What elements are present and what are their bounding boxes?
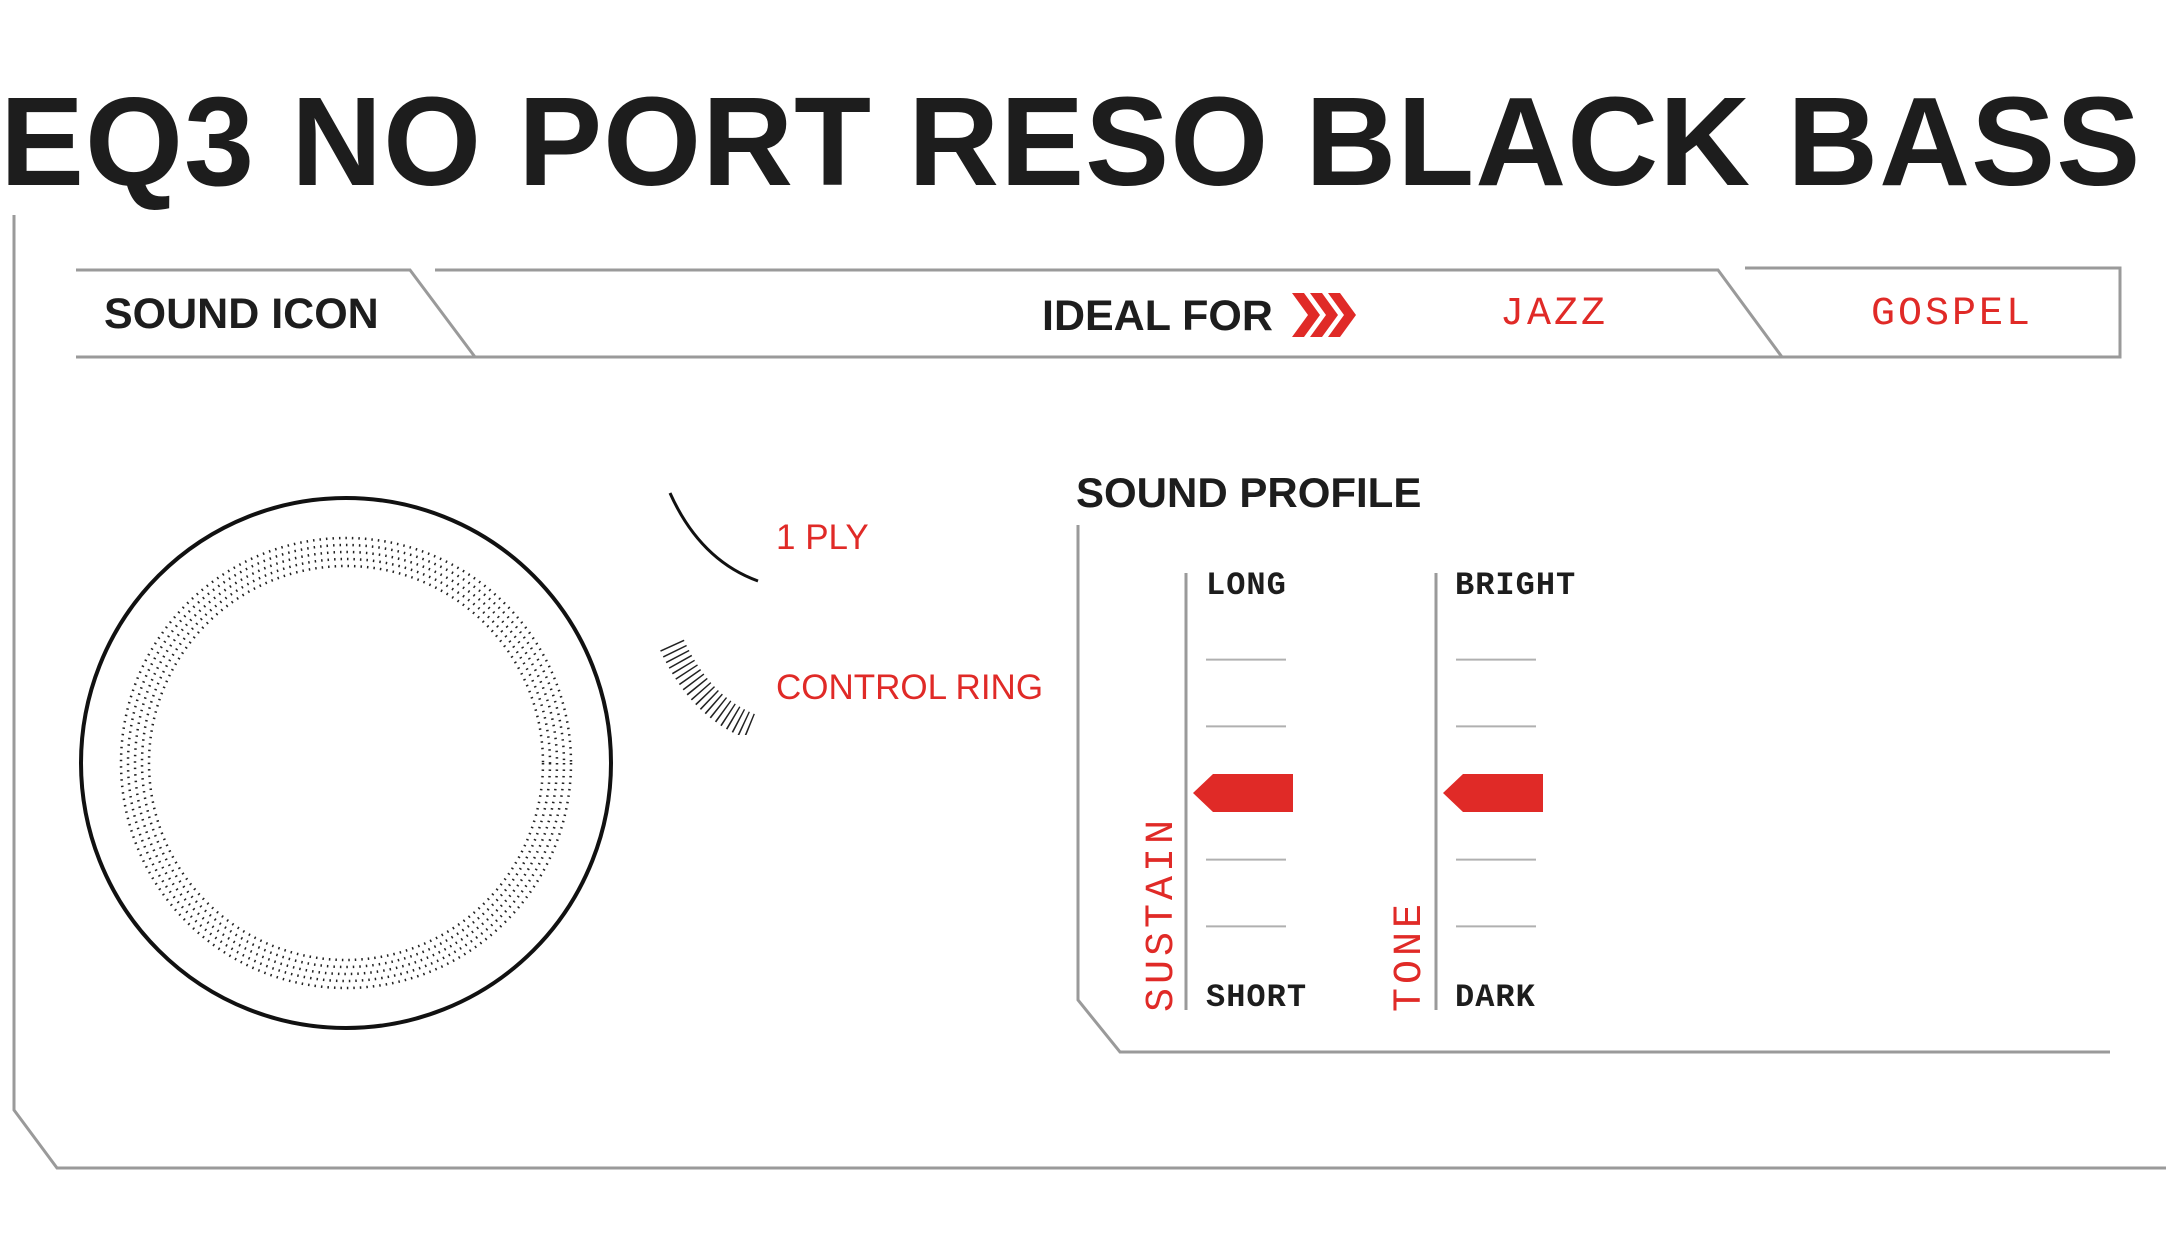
sustain-level-indicator (1193, 774, 1293, 812)
tone-bottom-label: DARK (1455, 979, 1536, 1016)
ply-line-icon (668, 492, 759, 583)
ply-label: 1 PLY (776, 518, 869, 557)
triple-chevron-icon (1292, 293, 1356, 337)
sound-profile-heading: SOUND PROFILE (1076, 469, 1422, 516)
control-ring-label: CONTROL RING (776, 668, 1044, 707)
page-title: EQ3 NO PORT RESO BLACK BASS (0, 71, 2142, 212)
sound-icon-heading: SOUND ICON (104, 290, 379, 338)
sustain-bottom-label: SHORT (1206, 979, 1308, 1016)
sustain-top-label: LONG (1206, 567, 1287, 604)
tone-top-label: BRIGHT (1455, 567, 1577, 604)
genre-gospel: GOSPEL (1871, 292, 2034, 337)
tone-level-indicator (1443, 774, 1543, 812)
genre-jazz: JAZZ (1500, 292, 1609, 337)
ideal-for-label: IDEAL FOR (1042, 292, 1273, 340)
